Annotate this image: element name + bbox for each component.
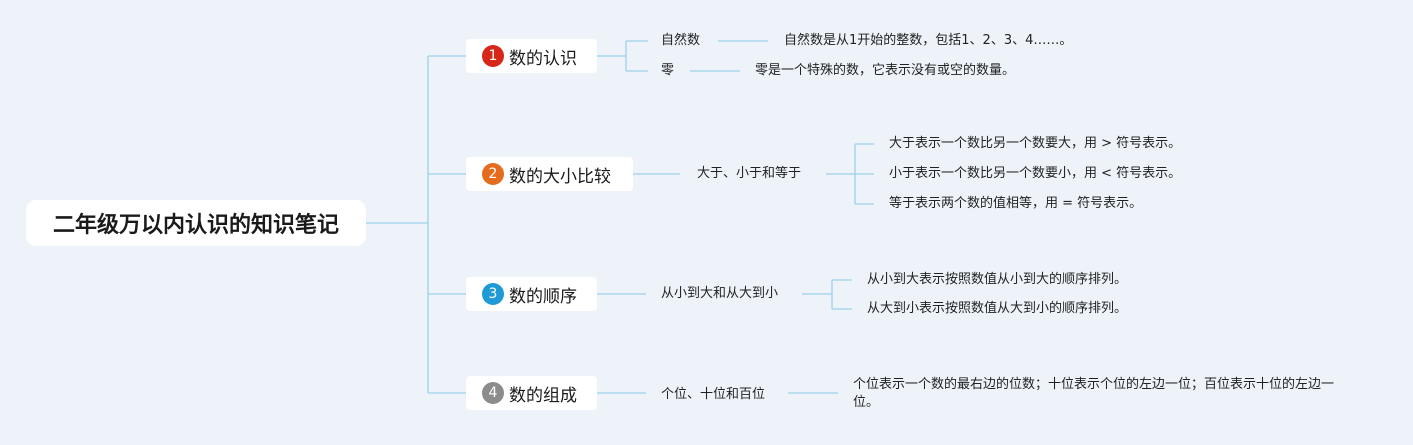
number-badge-4: 4 <box>482 382 504 404</box>
note-ascending: 从小到大表示按照数值从小到大的顺序排列。 <box>867 272 1128 287</box>
branch-node-1[interactable]: 1 数的认识 <box>466 39 597 73</box>
branch-label-1: 数的认识 <box>509 48 577 69</box>
number-badge-1: 1 <box>482 45 504 67</box>
branch-node-3[interactable]: 3 数的顺序 <box>466 277 597 311</box>
subtopic-order[interactable]: 从小到大和从大到小 <box>661 286 779 301</box>
note-greater-than: 大于表示一个数比另一个数要大，用 > 符号表示。 <box>889 136 1182 151</box>
subtopic-zero[interactable]: 零 <box>661 63 675 78</box>
root-title: 二年级万以内认识的知识笔记 <box>52 213 339 238</box>
branch-node-2[interactable]: 2 数的大小比较 <box>466 157 633 191</box>
subtopic-natural-numbers[interactable]: 自然数 <box>661 33 701 48</box>
branch-label-4: 数的组成 <box>509 385 577 406</box>
subtopic-place-values[interactable]: 个位、十位和百位 <box>661 387 766 402</box>
branch-label-2: 数的大小比较 <box>509 166 611 187</box>
connector-b3-fork <box>802 279 852 310</box>
connector-b2-fork <box>826 143 874 205</box>
number-badge-2: 2 <box>482 163 504 185</box>
note-place-values: 个位表示一个数的最右边的位数；十位表示个位的左边一位；百位表示十位的左边一位。 <box>853 377 1335 410</box>
note-descending: 从大到小表示按照数值从大到小的顺序排列。 <box>867 301 1128 316</box>
note-equal: 等于表示两个数的值相等，用 = 符号表示。 <box>889 196 1143 211</box>
note-less-than: 小于表示一个数比另一个数要小，用 < 符号表示。 <box>889 166 1182 181</box>
note-natural-numbers: 自然数是从1开始的整数，包括1、2、3、4……。 <box>784 33 1073 48</box>
branch-node-4[interactable]: 4 数的组成 <box>466 376 597 410</box>
branch-label-3: 数的顺序 <box>509 286 577 307</box>
number-badge-3: 3 <box>482 283 504 305</box>
note-zero: 零是一个特殊的数，它表示没有或空的数量。 <box>755 63 1016 78</box>
connector-b1-fork <box>597 40 648 72</box>
subtopic-comparison[interactable]: 大于、小于和等于 <box>697 166 802 181</box>
root-node[interactable]: 二年级万以内认识的知识笔记 <box>26 200 366 246</box>
